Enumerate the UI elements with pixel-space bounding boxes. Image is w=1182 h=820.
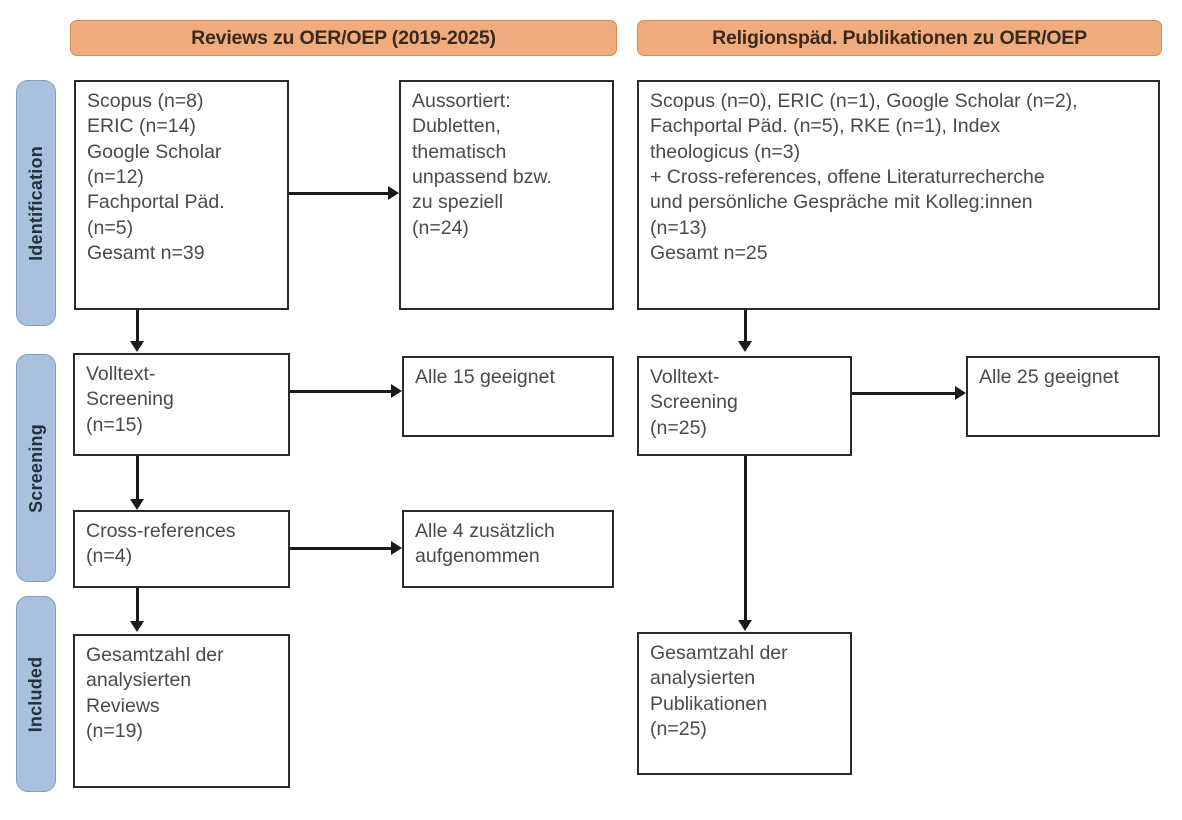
connector-left-crossrefs-to-result bbox=[290, 547, 391, 550]
node-line: unpassend bzw. bbox=[412, 166, 552, 189]
node-line: Screening bbox=[650, 391, 738, 414]
node-line: Volltext- bbox=[650, 366, 720, 388]
connector-left-screening-to-result bbox=[290, 390, 391, 393]
connector-right-screening-to-included bbox=[744, 456, 747, 622]
node-line: (n=5) bbox=[87, 216, 134, 239]
connector-left-identification-to-excluded bbox=[289, 192, 388, 195]
node-line: Alle 25 geeignet bbox=[979, 366, 1119, 388]
stage-label-included: Included bbox=[16, 596, 56, 792]
node-line: zu speziell bbox=[412, 191, 504, 214]
arrowhead-down bbox=[738, 620, 752, 631]
stage-label-screening-text: Screening bbox=[25, 423, 46, 513]
node-line: (n=4) bbox=[86, 545, 133, 568]
node-line: Fachportal Päd. bbox=[87, 191, 225, 214]
node-line: Publikationen bbox=[650, 692, 768, 715]
stage-label-identification-text: Identification bbox=[25, 145, 46, 261]
node-line: Reviews bbox=[86, 694, 160, 717]
node-line: Gesamtzahl der bbox=[86, 644, 224, 666]
node-line: Google Scholar bbox=[87, 140, 222, 163]
node-line: (n=25) bbox=[650, 718, 707, 741]
node-right-fulltext-screening: Volltext- Screening (n=25) bbox=[637, 356, 852, 456]
node-left-identification-sources: Scopus (n=8) ERIC (n=14) Google Scholar … bbox=[74, 80, 289, 310]
arrowhead-down bbox=[130, 621, 144, 632]
node-right-included-total: Gesamtzahl der analysierten Publikatione… bbox=[637, 632, 852, 775]
column-banner-reviews-label: Reviews zu OER/OEP (2019-2025) bbox=[191, 26, 496, 49]
node-line: Alle 15 geeignet bbox=[415, 366, 555, 388]
connector-left-crossrefs-to-included bbox=[136, 588, 139, 623]
node-line: Alle 4 zusätzlich bbox=[415, 520, 555, 542]
arrowhead-down bbox=[738, 341, 752, 352]
node-line: analysierten bbox=[650, 667, 756, 690]
node-line: aufgenommen bbox=[415, 545, 540, 568]
node-line: Aussortiert: bbox=[412, 90, 511, 112]
arrowhead-right bbox=[955, 386, 966, 400]
arrowhead-down bbox=[130, 341, 144, 352]
node-left-fulltext-screening: Volltext- Screening (n=15) bbox=[73, 353, 290, 456]
column-banner-publications-label: Religionspäd. Publikationen zu OER/OEP bbox=[712, 26, 1087, 49]
node-line: und persönliche Gespräche mit Kolleg:inn… bbox=[650, 191, 1033, 214]
node-line: theologicus (n=3) bbox=[650, 140, 801, 163]
node-left-excluded: Aussortiert: Dubletten, thematisch unpas… bbox=[399, 80, 614, 310]
connector-left-identification-to-screening bbox=[136, 310, 139, 343]
stage-label-identification: Identification bbox=[16, 80, 56, 326]
node-line: (n=15) bbox=[86, 413, 143, 436]
node-line: Gesamt n=39 bbox=[87, 242, 205, 265]
node-line: (n=25) bbox=[650, 416, 707, 439]
node-right-screening-result: Alle 25 geeignet bbox=[966, 356, 1160, 437]
connector-right-screening-to-result bbox=[852, 392, 955, 395]
connector-right-identification-to-screening bbox=[744, 310, 747, 343]
node-line: (n=12) bbox=[87, 166, 144, 189]
node-line: + Cross-references, offene Literaturrech… bbox=[650, 166, 1045, 189]
stage-label-screening: Screening bbox=[16, 354, 56, 582]
node-left-crossrefs: Cross-references (n=4) bbox=[73, 510, 290, 588]
arrowhead-right bbox=[388, 186, 399, 200]
node-line: Volltext- bbox=[86, 363, 156, 385]
column-banner-publications: Religionspäd. Publikationen zu OER/OEP bbox=[637, 20, 1162, 56]
connector-left-screening-to-crossrefs bbox=[136, 456, 139, 501]
node-line: Dubletten, bbox=[412, 115, 501, 138]
stage-label-included-text: Included bbox=[25, 656, 46, 732]
node-right-identification-sources: Scopus (n=0), ERIC (n=1), Google Scholar… bbox=[637, 80, 1160, 310]
arrowhead-right bbox=[391, 541, 402, 555]
node-line: Gesamtzahl der bbox=[650, 642, 788, 664]
node-left-screening-result: Alle 15 geeignet bbox=[402, 356, 614, 437]
node-line: Gesamt n=25 bbox=[650, 242, 768, 265]
node-line: thematisch bbox=[412, 140, 507, 163]
arrowhead-right bbox=[391, 384, 402, 398]
node-line: ERIC (n=14) bbox=[87, 115, 196, 138]
node-line: Screening bbox=[86, 388, 174, 411]
node-line: analysierten bbox=[86, 669, 192, 692]
node-line: Scopus (n=8) bbox=[87, 90, 204, 112]
node-line: Cross-references bbox=[86, 520, 236, 542]
column-banner-reviews: Reviews zu OER/OEP (2019-2025) bbox=[70, 20, 617, 56]
node-line: Fachportal Päd. (n=5), RKE (n=1), Index bbox=[650, 115, 1001, 138]
node-line: Scopus (n=0), ERIC (n=1), Google Scholar… bbox=[650, 90, 1078, 112]
node-line: (n=13) bbox=[650, 216, 707, 239]
node-left-crossrefs-result: Alle 4 zusätzlich aufgenommen bbox=[402, 510, 614, 588]
node-line: (n=24) bbox=[412, 216, 469, 239]
node-line: (n=19) bbox=[86, 720, 143, 743]
arrowhead-down bbox=[130, 499, 144, 510]
node-left-included-total: Gesamtzahl der analysierten Reviews (n=1… bbox=[73, 634, 290, 788]
